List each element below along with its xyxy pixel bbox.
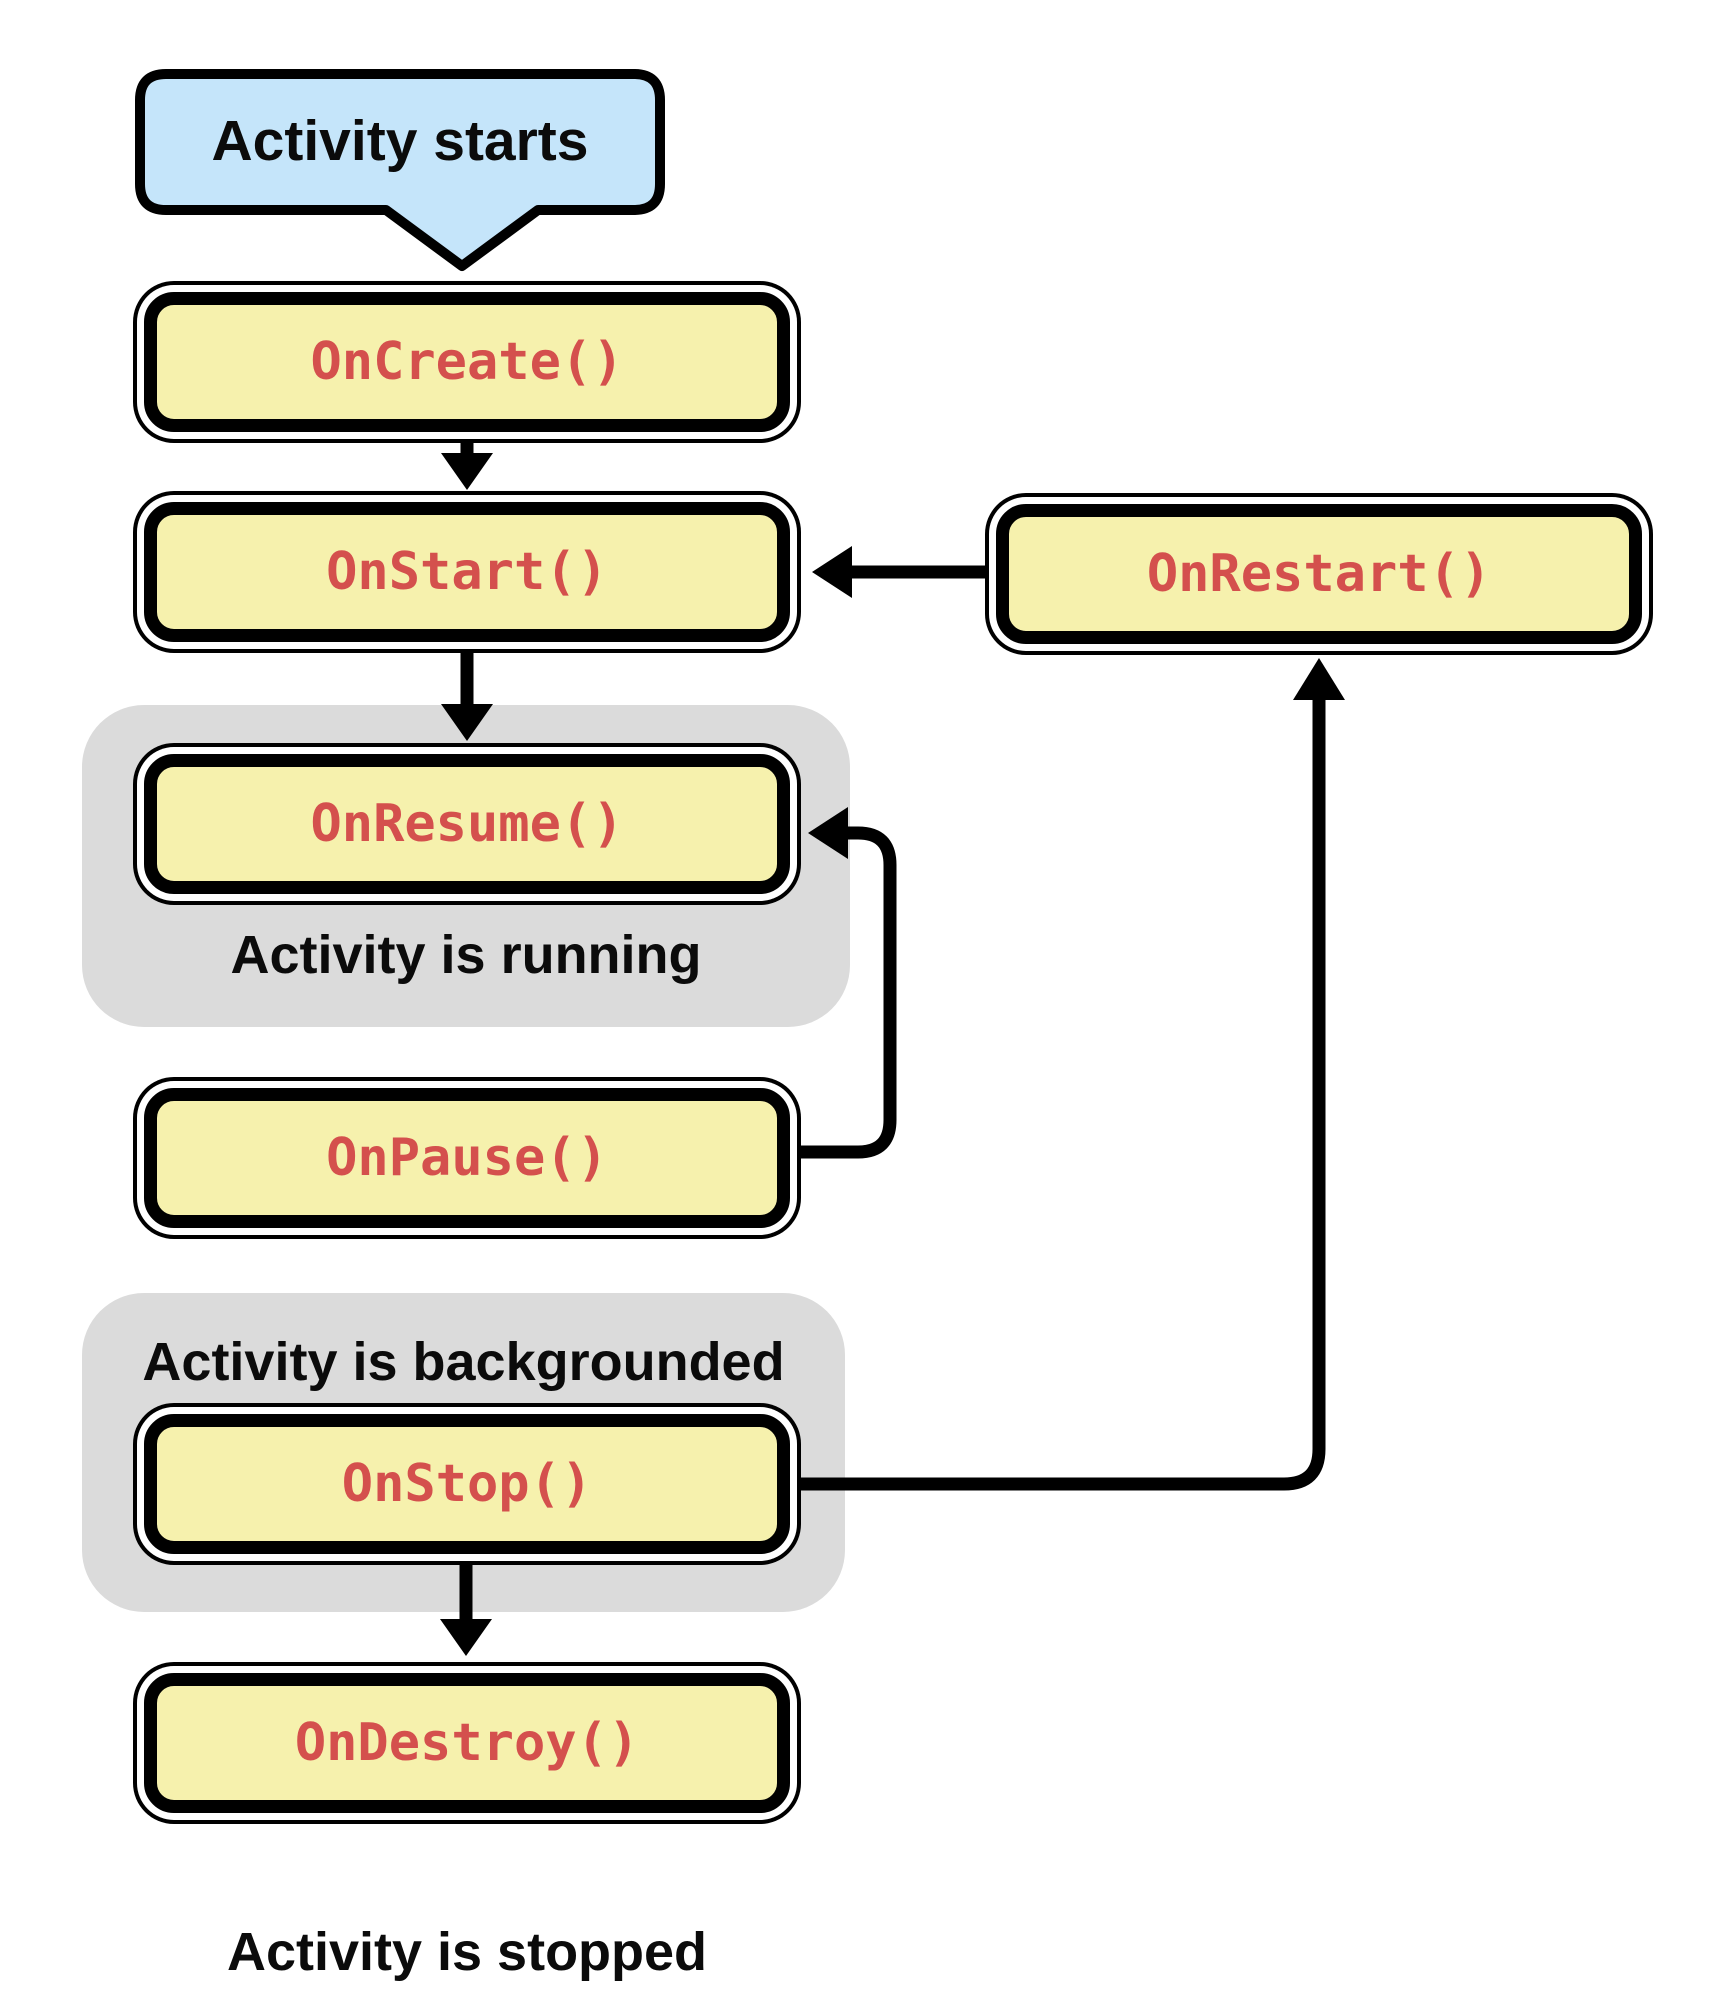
arrow-onstart-to-onresume bbox=[441, 651, 493, 741]
onrestart-box: OnRestart() bbox=[996, 504, 1642, 644]
ondestroy-box: OnDestroy() bbox=[144, 1673, 790, 1813]
oncreate-box: OnCreate() bbox=[144, 292, 790, 432]
onstart-box: OnStart() bbox=[144, 502, 790, 642]
onstop-box: OnStop() bbox=[144, 1414, 790, 1554]
activity-running-label: Activity is running bbox=[230, 925, 702, 985]
onresume-box: OnResume() bbox=[144, 754, 790, 894]
activity-starts-label: Activity starts bbox=[211, 109, 589, 173]
arrow-onpause-to-onresume bbox=[801, 807, 897, 1159]
arrow-onstop-to-ondestroy bbox=[440, 1563, 492, 1656]
activity-stopped-label: Activity is stopped bbox=[226, 1922, 708, 1982]
activity-backgrounded-label: Activity is backgrounded bbox=[142, 1332, 785, 1392]
arrow-onstop-to-onrestart bbox=[801, 658, 1345, 1491]
arrow-onrestart-to-onstart bbox=[812, 546, 985, 598]
arrow-oncreate-to-onstart bbox=[441, 441, 493, 490]
activity-starts-callout-shape bbox=[135, 69, 665, 271]
onpause-box: OnPause() bbox=[144, 1088, 790, 1228]
